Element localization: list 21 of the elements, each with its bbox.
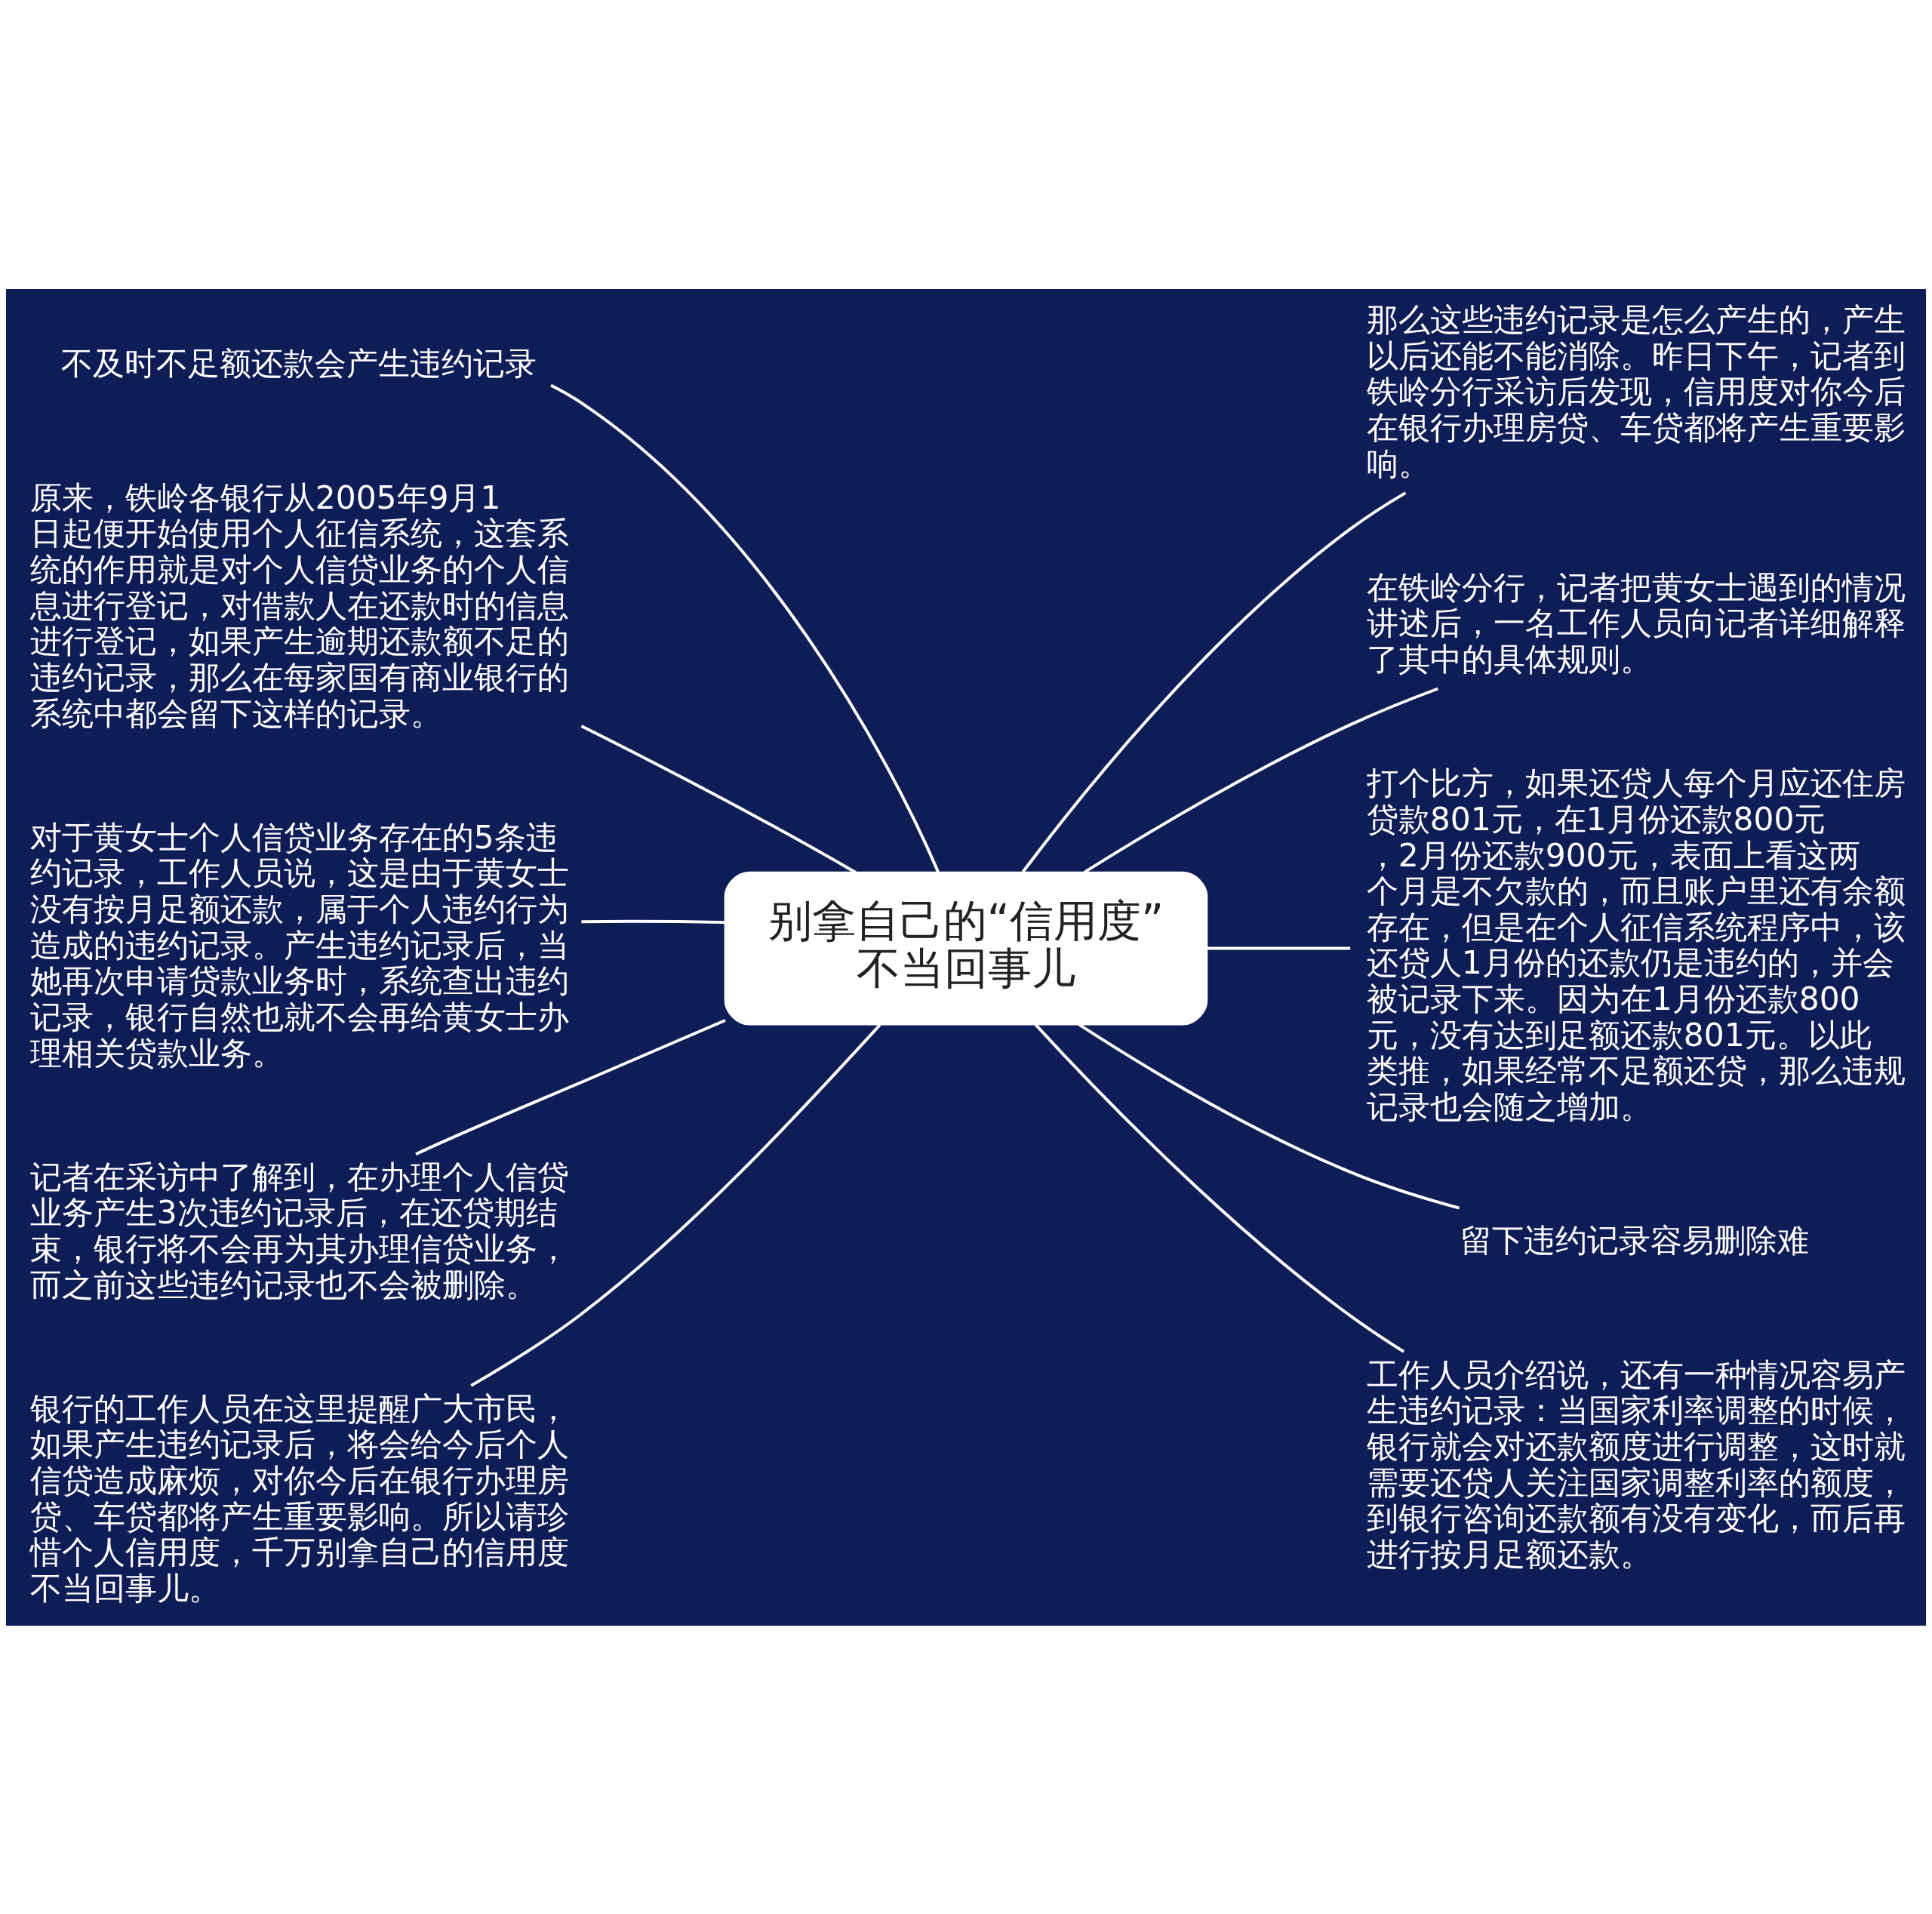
node-text: 那么这些违约记录是怎么产生的，产生以后还能不能消除。昨日下午，记者到铁岭分行采访后发现，信用度对你今后在银行办理房贷、车贷都将产生重要影响。 [1366, 300, 1906, 482]
node-text: 在铁岭分行，记者把黄女士遇到的情况讲述后，一名工作人员向记者详细解释了其中的具体规则。 [1366, 568, 1906, 678]
connector [1034, 1023, 1405, 1353]
connector [580, 724, 857, 874]
node-text: 对于黄女士个人信贷业务存在的5条违约记录，工作人员说，这是由于黄女士没有按月足额还款，属于个人违约行为造成的违约记录。产生违约记录后，当她再次申请贷款业务时，系统查出违约记录，银行自然也就不会再给黄女士办理相关贷款业务。 [29, 818, 569, 1072]
connector [470, 1023, 881, 1387]
connector [1084, 687, 1438, 873]
node-text: 打个比方，如果还贷人每个月应还住房贷款801元，在1月份还款800元，2月份还款900元，表面上看这两个月是不欠款的，而且账户里还有余额存在，但是在个人征信系统程序中，该还贷人1月份的还款仍是违约的，并会被记录下来。因为在1月份还款800元，没有达到足额还款801元。以此类推，如果经常不足额还贷，那么违规记录也会随之增加。 [1366, 764, 1906, 1125]
connector [1078, 1023, 1460, 1209]
connector [415, 1018, 726, 1155]
node-text: 记者在采访中了解到，在办理个人信贷业务产生3次违约记录后，在还贷期结束，银行将不会再为其办理信贷业务，而之前这些违约记录也不会被删除。 [29, 1158, 569, 1303]
connector [581, 919, 725, 924]
connector [1207, 946, 1351, 950]
node-text: 不及时不足额还款会产生违约记录 [60, 344, 537, 382]
node-text: 留下违约记录容易删除难 [1460, 1221, 1810, 1259]
node-text: 原来，铁岭各银行从2005年9月1日起便开始使用个人征信系统，这套系统的作用就是对个人信贷业务的个人信息进行登记，对借款人在还款时的信息进行登记，如果产生逾期还款额不足的违约记录，那么在每家国有商业银行的系统中都会留下这样的记录。 [29, 478, 569, 732]
node-text: 工作人员介绍说，还有一种情况容易产生违约记录：当国家利率调整的时候，银行就会对还款额度进行调整，这时就需要还贷人关注国家调整利率的额度，到银行咨询还款额有没有变化，而后再进行按月足额还款。 [1366, 1355, 1906, 1573]
node-box: 别拿自己的“信用度”不当回事儿 [724, 871, 1208, 1025]
node-text: 银行的工作人员在这里提醒广大市民，如果产生违约记录后，将会给今后个人信贷造成麻烦，对你今后在银行办理房贷、车贷都将产生重要影响。所以请珍惜个人信用度，千万别拿自己的信用度不当回事儿。 [29, 1389, 569, 1607]
connector [550, 383, 940, 872]
connector [1021, 491, 1407, 872]
